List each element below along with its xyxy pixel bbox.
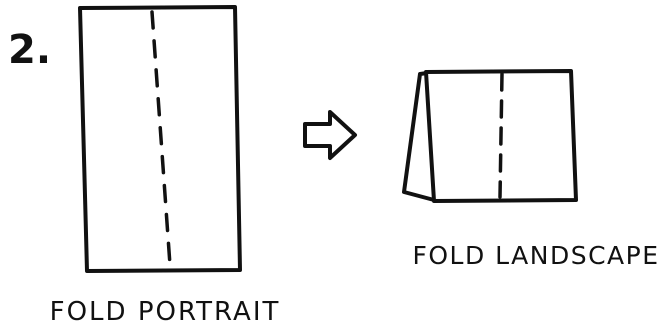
right-arrow-icon <box>303 110 357 160</box>
fold-landscape-label: FOLD LANDSCAPE <box>412 241 659 270</box>
fold-portrait-label: FOLD PORTRAIT <box>50 297 281 327</box>
step-number: 2. <box>8 27 51 73</box>
landscape-fold-line <box>498 72 504 199</box>
landscape-sheet <box>402 69 578 203</box>
portrait-sheet <box>78 5 242 273</box>
portrait-fold-line <box>150 10 172 267</box>
